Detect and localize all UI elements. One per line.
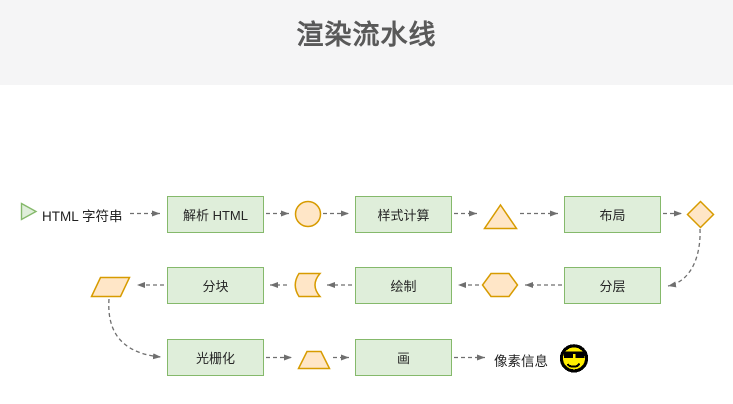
token-circle-shape <box>294 200 322 228</box>
token-triangle-shape <box>483 203 518 230</box>
play-triangle-icon <box>20 202 38 221</box>
token-trapezoid-shape <box>297 350 331 370</box>
token-hexagon-shape <box>481 272 519 298</box>
token-parallelogram-shape <box>90 276 131 298</box>
stage-label: 分块 <box>202 279 229 294</box>
cool-smiley-icon <box>559 344 589 373</box>
stage-style-calc: 样式计算 <box>355 196 452 233</box>
page-header: 渲染流水线 <box>0 0 733 85</box>
stage-label: 解析 HTML <box>182 208 248 223</box>
output-label: 像素信息 <box>494 354 548 369</box>
stage-label: 光栅化 <box>195 351 235 366</box>
stage-layout: 布局 <box>564 196 661 233</box>
stage-tiling: 分块 <box>167 267 264 304</box>
stage-label: 画 <box>396 351 410 366</box>
stage-paint: 绘制 <box>355 267 452 304</box>
page-title: 渲染流水线 <box>296 20 437 50</box>
flow-arrow-diamond-layer <box>667 228 701 288</box>
stage-rasterize: 光栅化 <box>167 339 264 376</box>
stage-draw: 画 <box>355 339 452 376</box>
token-stored-data-shape <box>294 272 322 298</box>
stage-layering: 分层 <box>564 267 661 304</box>
stage-label: 布局 <box>599 208 626 223</box>
input-label: HTML 字符串 <box>42 209 123 224</box>
stage-label: 分层 <box>599 279 626 294</box>
stage-label: 样式计算 <box>377 208 430 223</box>
stage-label: 绘制 <box>390 279 417 294</box>
token-diamond-shape <box>686 200 715 229</box>
flow-arrow-para-raster <box>108 298 162 360</box>
stage-parse-html: 解析 HTML <box>167 196 264 233</box>
